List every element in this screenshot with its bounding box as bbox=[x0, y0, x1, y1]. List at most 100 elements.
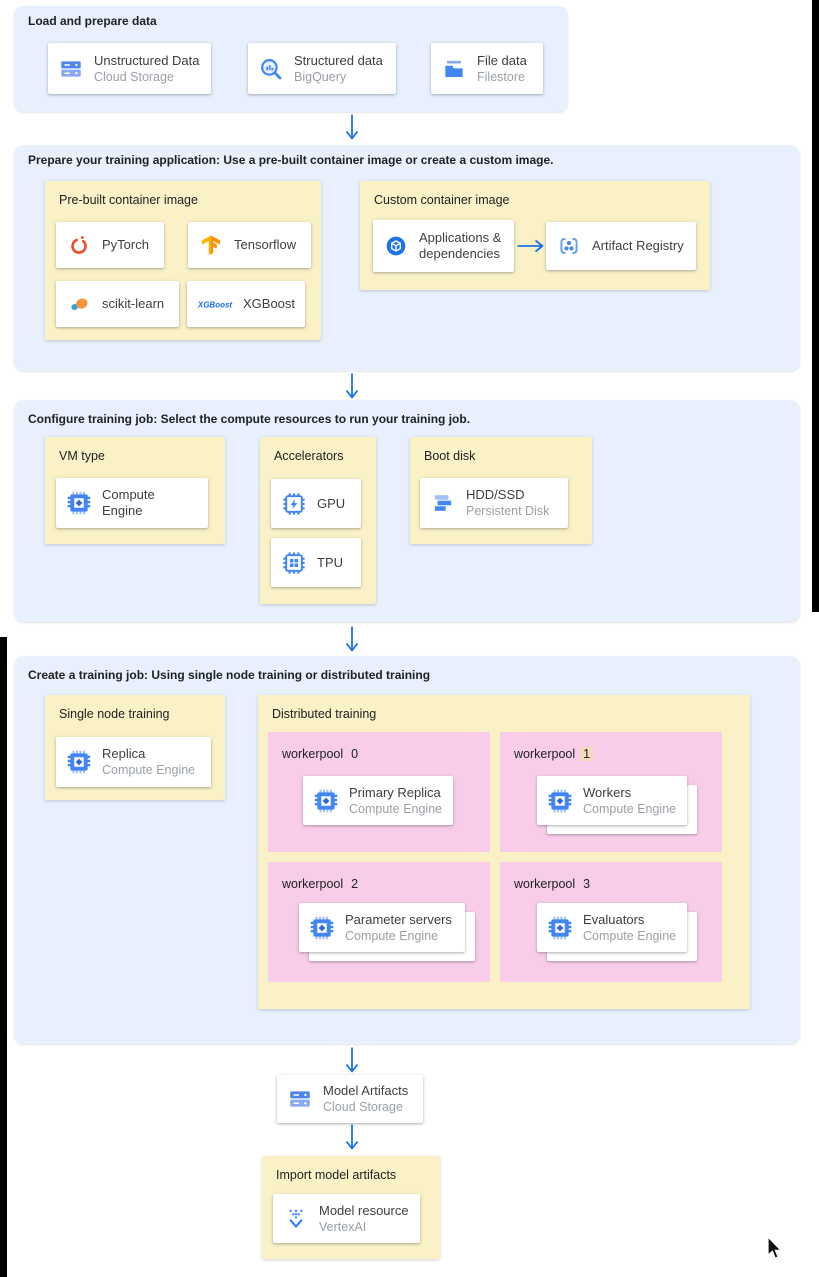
card-subtitle: Compute Engine bbox=[583, 801, 677, 816]
flow-arrow-down-2 bbox=[344, 373, 360, 400]
pool-number-highlighted: 1 bbox=[580, 747, 594, 761]
pool-workerpool-1: workerpool 1 Workers Compute Engine bbox=[500, 732, 722, 852]
group-label: Boot disk bbox=[424, 449, 476, 463]
card-subtitle: VertexAI bbox=[319, 1219, 367, 1234]
card-title: Compute Engine bbox=[102, 487, 155, 518]
card-artifact-registry: Artifact Registry bbox=[546, 222, 696, 270]
pool-number: 0 bbox=[351, 747, 359, 761]
group-label: Pre-built container image bbox=[59, 193, 198, 207]
compute-engine-icon bbox=[313, 788, 339, 814]
group-label: Distributed training bbox=[272, 707, 377, 721]
persistent-disk-icon bbox=[430, 490, 456, 516]
flow-arrow-right bbox=[517, 238, 545, 254]
card-applications-dependencies: Applications & dependencies bbox=[373, 220, 514, 272]
card-title: Model resource bbox=[319, 1202, 409, 1218]
card-title: Workers bbox=[583, 784, 632, 800]
cloud-storage-icon bbox=[287, 1086, 313, 1112]
section-title: Prepare your training application: Use a… bbox=[28, 153, 554, 167]
card-title: Applications & dependencies bbox=[419, 230, 502, 261]
card-title: scikit-learn bbox=[102, 296, 165, 311]
group-import-model-artifacts: Import model artifacts Model resource Ve… bbox=[262, 1156, 440, 1259]
group-boot-disk: Boot disk HDD/SSD Persistent Disk bbox=[410, 437, 592, 544]
card-title: HDD/SSD bbox=[466, 487, 525, 502]
compute-engine-icon bbox=[547, 788, 573, 814]
section-load-and-prepare-data: Load and prepare data Unstructured Data … bbox=[14, 6, 568, 112]
card-tensorflow: Tensorflow bbox=[188, 222, 311, 268]
flow-arrow-down-1 bbox=[344, 114, 360, 141]
compute-engine-icon bbox=[309, 915, 335, 941]
artifact-registry-icon bbox=[556, 233, 582, 259]
card-title: Artifact Registry bbox=[592, 238, 684, 253]
group-label: Single node training bbox=[59, 707, 170, 721]
group-single-node-training: Single node training Replica Compute Eng… bbox=[45, 695, 225, 800]
card-title: TPU bbox=[317, 554, 343, 570]
group-label: VM type bbox=[59, 449, 105, 463]
xgboost-icon: XGBoost bbox=[197, 301, 232, 310]
section-prepare-training-application: Prepare your training application: Use a… bbox=[14, 145, 800, 371]
group-label: Import model artifacts bbox=[276, 1168, 397, 1182]
cloud-storage-icon bbox=[58, 56, 84, 82]
mouse-cursor bbox=[767, 1236, 783, 1259]
card-unstructured-data: Unstructured Data Cloud Storage bbox=[48, 43, 211, 94]
card-gpu: GPU bbox=[271, 479, 361, 528]
card-subtitle: Cloud Storage bbox=[323, 1100, 403, 1114]
section-configure-training-job: Configure training job: Select the compu… bbox=[14, 400, 800, 622]
tpu-icon bbox=[281, 550, 307, 576]
card-model-artifacts: Model Artifacts Cloud Storage bbox=[277, 1075, 423, 1123]
card-title: PyTorch bbox=[102, 237, 149, 252]
card-title: Primary Replica bbox=[349, 784, 441, 800]
pool-name: workerpool bbox=[282, 877, 344, 891]
filestore-icon bbox=[441, 56, 467, 82]
compute-engine-icon bbox=[66, 749, 92, 775]
card-title: Model Artifacts bbox=[323, 1083, 409, 1098]
card-subtitle: Persistent Disk bbox=[466, 504, 550, 518]
card-subtitle: Compute Engine bbox=[345, 928, 439, 943]
card-subtitle: Compute Engine bbox=[583, 928, 677, 943]
group-label: Accelerators bbox=[274, 449, 344, 463]
card-primary-replica: Primary Replica Compute Engine bbox=[303, 776, 453, 825]
group-custom-container-image: Custom container image Applications & de… bbox=[360, 181, 710, 290]
card-subtitle: Cloud Storage bbox=[94, 69, 174, 84]
bigquery-icon bbox=[258, 56, 284, 82]
card-title: Tensorflow bbox=[234, 237, 297, 252]
card-title: XGBoost bbox=[243, 296, 296, 311]
section-title: Load and prepare data bbox=[28, 14, 157, 28]
card-subtitle: Compute Engine bbox=[349, 801, 443, 816]
card-xgboost: XGBoost XGBoost bbox=[187, 281, 305, 327]
section-create-training-job: Create a training job: Using single node… bbox=[14, 656, 800, 1044]
flow-arrow-down-3 bbox=[344, 626, 360, 653]
tensorflow-icon bbox=[198, 232, 224, 258]
card-hdd-ssd: HDD/SSD Persistent Disk bbox=[420, 478, 568, 528]
card-title: Evaluators bbox=[583, 911, 645, 927]
group-accelerators: Accelerators GPU TPU bbox=[260, 437, 376, 604]
flow-arrow-down-5 bbox=[344, 1124, 360, 1151]
section-title: Configure training job: Select the compu… bbox=[28, 412, 471, 426]
pytorch-icon bbox=[66, 232, 92, 258]
pool-number: 3 bbox=[583, 877, 591, 891]
gpu-icon bbox=[281, 491, 307, 517]
card-scikit-learn: scikit-learn bbox=[56, 281, 179, 327]
pool-number: 2 bbox=[351, 877, 359, 891]
pool-name: workerpool bbox=[514, 747, 576, 761]
card-workers: Workers Compute Engine bbox=[537, 776, 687, 825]
compute-engine-icon bbox=[547, 915, 573, 941]
card-file-data: File data Filestore bbox=[431, 43, 543, 94]
card-title: GPU bbox=[317, 495, 346, 511]
card-subtitle: BigQuery bbox=[294, 69, 347, 84]
screen-edge-bar-left bbox=[0, 637, 7, 1277]
group-label: Custom container image bbox=[374, 193, 510, 207]
card-evaluators: Evaluators Compute Engine bbox=[537, 903, 687, 952]
card-model-resource: Model resource VertexAI bbox=[273, 1194, 420, 1243]
group-vm-type: VM type Compute Engine bbox=[45, 437, 225, 544]
compute-engine-icon bbox=[66, 490, 92, 516]
card-title: Replica bbox=[102, 746, 146, 761]
vertex-ai-icon bbox=[283, 1206, 309, 1232]
card-replica: Replica Compute Engine bbox=[56, 737, 211, 787]
